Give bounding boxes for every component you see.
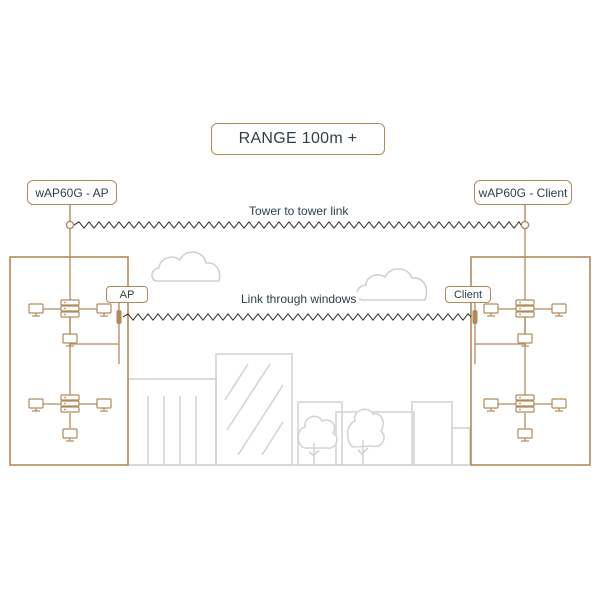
computer-icon [97, 304, 111, 316]
client-device-label: wAP60G - Client [474, 180, 572, 205]
window-link-wave [123, 314, 471, 320]
left-window-antenna-icon [117, 310, 122, 324]
computer-icon [29, 304, 43, 316]
tower-link-label: Tower to tower link [246, 204, 351, 218]
server-icon [61, 395, 79, 412]
tree-icon [348, 409, 384, 465]
computer-icon [484, 399, 498, 411]
ap-window-tag: AP [106, 286, 148, 303]
tower-link-wave [74, 222, 521, 228]
ap-device-label: wAP60G - AP [27, 180, 117, 205]
computer-icon [484, 304, 498, 316]
city-buildings [128, 354, 470, 465]
computer-icon [63, 429, 77, 441]
computer-icon [29, 399, 43, 411]
client-window-tag: Client [445, 286, 491, 303]
cloud-right-icon [357, 269, 426, 300]
computer-icon [97, 399, 111, 411]
computer-icon [518, 429, 532, 441]
window-link-label: Link through windows [238, 292, 359, 306]
server-icon [516, 395, 534, 412]
range-title: RANGE 100m + [211, 123, 385, 155]
right-tower-antenna-icon [521, 221, 528, 228]
server-icon [516, 300, 534, 317]
computer-icon [552, 304, 566, 316]
tree-icon [298, 416, 337, 465]
computer-icon [552, 399, 566, 411]
network-wiring [39, 229, 556, 428]
server-icon [61, 300, 79, 317]
left-tower-antenna-icon [66, 221, 73, 228]
cloud-left-icon [152, 252, 220, 281]
right-window-antenna-icon [473, 310, 478, 324]
